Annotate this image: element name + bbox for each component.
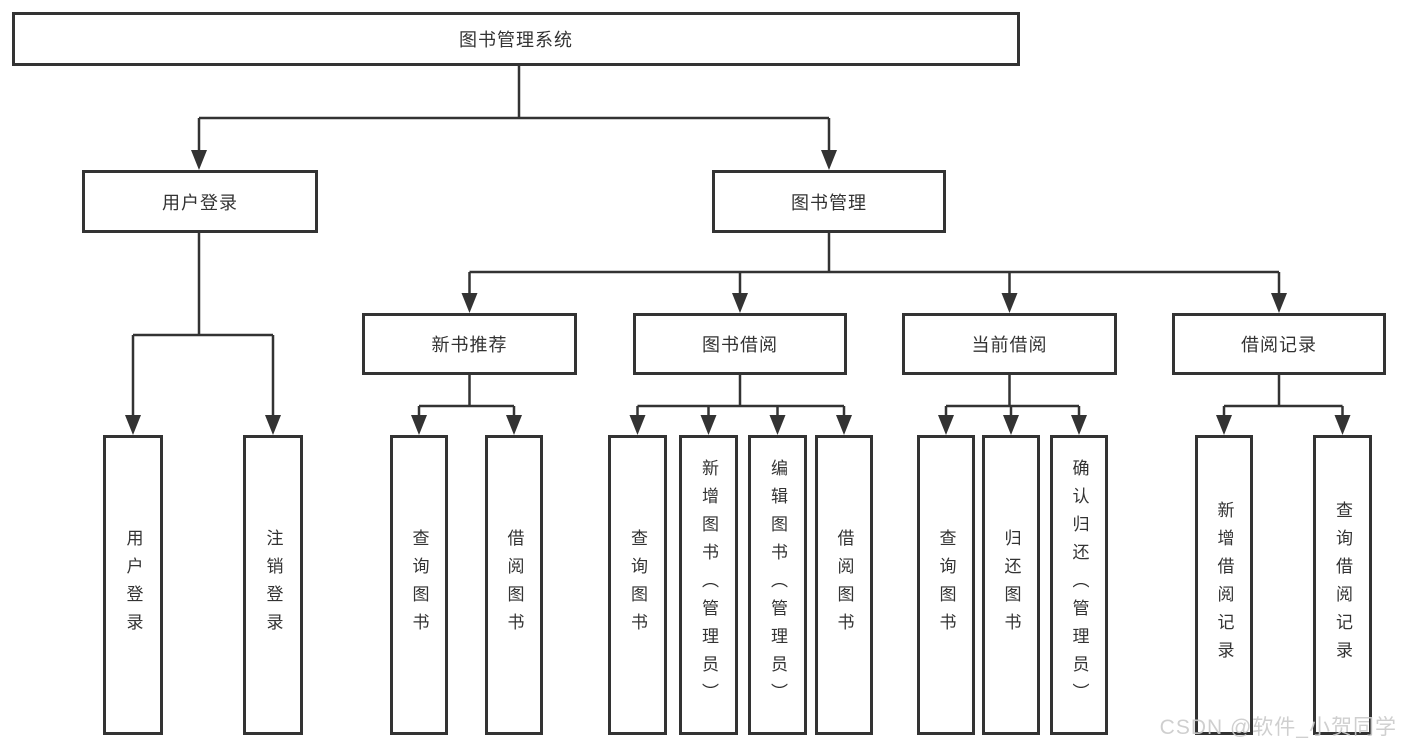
leaf-borrow-books-recommend: 借阅图书 [485,435,543,735]
arrowheads [125,150,1351,435]
leaf-return-book: 归还图书 [982,435,1040,735]
node-borrow-records: 借阅记录 [1172,313,1386,375]
leaf-add-book-admin-label: 新增图书（管理员） [699,459,718,711]
node-current-borrow: 当前借阅 [902,313,1117,375]
leaf-add-book-admin: 新增图书（管理员） [679,435,738,735]
leaf-add-borrow-record: 新增借阅记录 [1195,435,1253,735]
node-library-system-label: 图书管理系统 [459,30,573,50]
leaf-borrow-books-recommend-label: 借阅图书 [504,529,524,641]
leaf-confirm-return-admin: 确认归还（管理员） [1050,435,1108,735]
node-user-login-label: 用户登录 [162,192,238,213]
leaf-borrow-books-label: 借阅图书 [834,529,854,641]
node-new-book-recommend: 新书推荐 [362,313,577,375]
node-book-management: 图书管理 [712,170,946,233]
leaf-query-borrow-record-label: 查询借阅记录 [1333,501,1352,669]
node-book-borrow: 图书借阅 [633,313,847,375]
node-library-system: 图书管理系统 [12,12,1020,66]
leaf-query-books-current: 查询图书 [917,435,975,735]
csdn-watermark: CSDN @软件_小贺同学 [1159,716,1397,739]
leaf-query-books-current-label: 查询图书 [936,529,956,641]
leaf-edit-book-admin: 编辑图书（管理员） [748,435,807,735]
leaf-confirm-return-admin-label: 确认归还（管理员） [1069,459,1089,711]
leaf-query-borrow-record: 查询借阅记录 [1313,435,1372,735]
leaf-logout: 注销登录 [243,435,303,735]
leaf-logout-label: 注销登录 [263,529,283,641]
leaf-user-login: 用户登录 [103,435,163,735]
leaf-query-books-recommend: 查询图书 [390,435,448,735]
node-borrow-records-label: 借阅记录 [1241,335,1317,355]
node-book-management-label: 图书管理 [791,192,867,213]
leaf-add-borrow-record-label: 新增借阅记录 [1214,501,1234,669]
leaf-borrow-books: 借阅图书 [815,435,873,735]
leaf-user-login-label: 用户登录 [123,529,143,641]
leaf-query-books-borrow-label: 查询图书 [628,529,647,641]
leaf-query-books-borrow: 查询图书 [608,435,667,735]
node-user-login: 用户登录 [82,170,318,233]
leaf-query-books-recommend-label: 查询图书 [409,529,429,641]
node-book-borrow-label: 图书借阅 [702,335,778,355]
leaf-edit-book-admin-label: 编辑图书（管理员） [768,459,787,711]
node-new-book-recommend-label: 新书推荐 [431,335,508,355]
leaf-return-book-label: 归还图书 [1001,529,1021,641]
node-current-borrow-label: 当前借阅 [971,335,1048,355]
